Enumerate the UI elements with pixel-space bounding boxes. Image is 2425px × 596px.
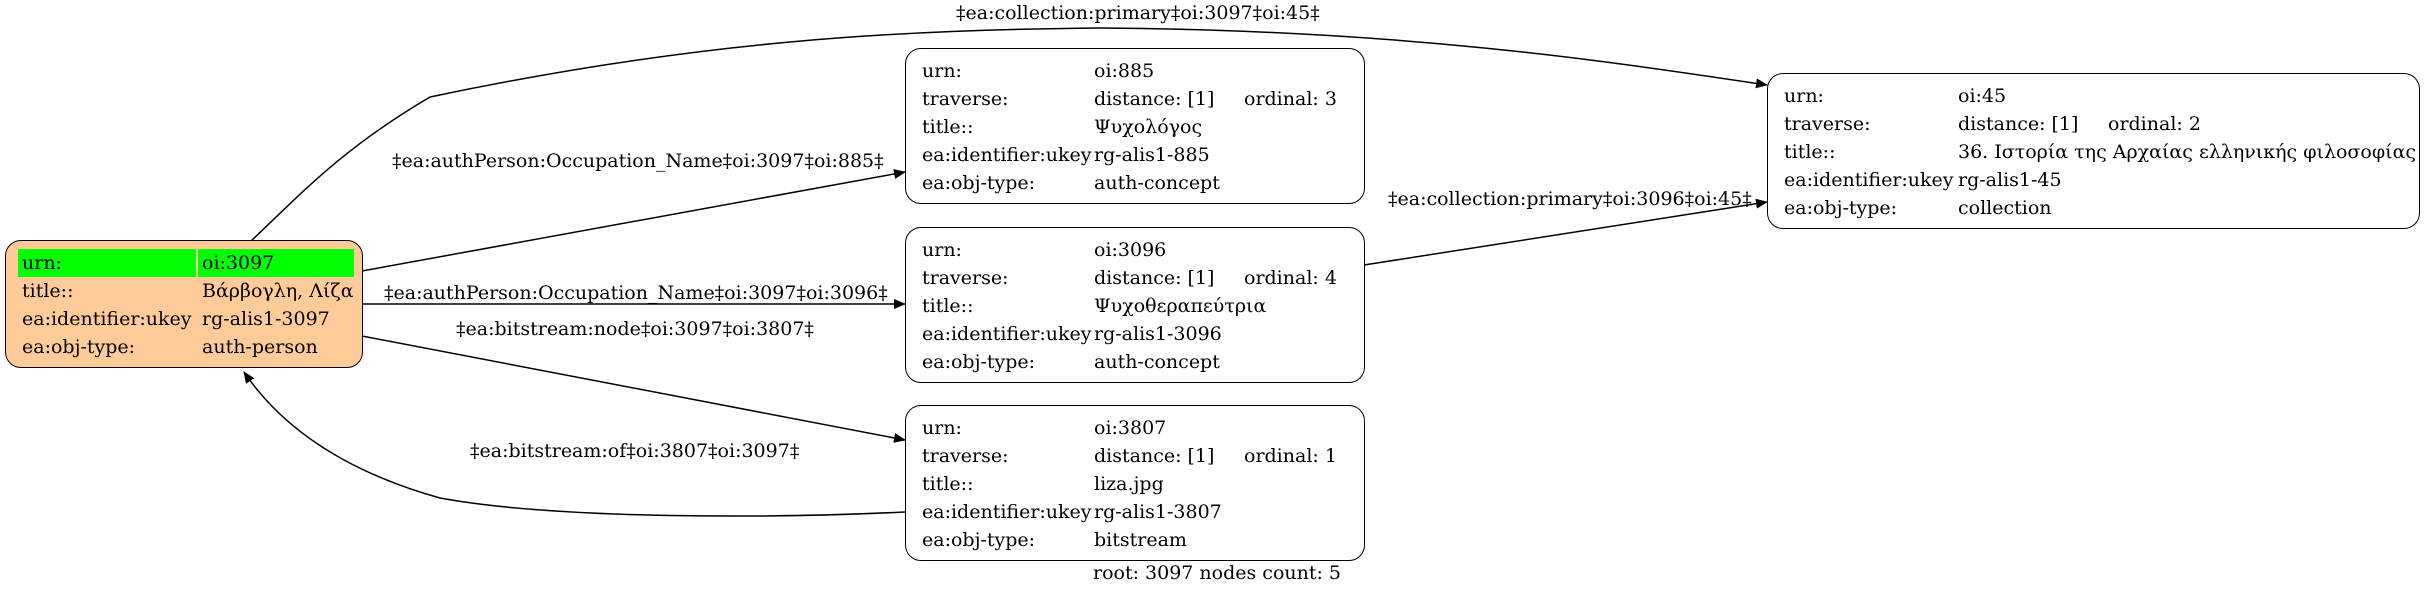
node-key: traverse: (922, 267, 1009, 289)
edge-root-to-3807 (361, 335, 906, 443)
node-value: oi:45 (1958, 85, 2007, 107)
node-key: urn: (922, 239, 962, 261)
node-extra: ordinal: 3 (1244, 88, 1337, 110)
edge-root-to-45 (249, 27, 1768, 243)
node-885[interactable]: urn: oi:885 traverse: distance: [1] ordi… (905, 48, 1365, 204)
node-key: ea:obj-type: (922, 529, 1036, 551)
node-key: ea:obj-type: (922, 351, 1036, 373)
edge-label-collection-primary-root: ‡ea:collection:primary‡oi:3097‡oi:45‡ (956, 2, 1320, 24)
edge-label-bitstream-node: ‡ea:bitstream:node‡oi:3097‡oi:3807‡ (456, 318, 814, 340)
node-value: oi:3807 (1094, 417, 1167, 439)
edge-3096-to-45 (1363, 198, 1768, 266)
node-value: collection (1958, 197, 2052, 219)
node-value: bitstream (1094, 529, 1187, 551)
node-value: distance: [1] (1958, 113, 2079, 135)
node-value (198, 249, 354, 277)
node-value: distance: [1] (1094, 88, 1215, 110)
node-key: urn: (922, 60, 962, 82)
node-key: urn: (922, 417, 962, 439)
node-value: auth-concept (1094, 351, 1220, 373)
node-value: rg-alis1-3097 (202, 308, 330, 330)
node-value: 36. Ιστορία της Αρχαίας ελληνικής φιλοσο… (1958, 141, 2417, 163)
node-key: ea:identifier:ukey (922, 144, 1092, 166)
node-value: auth-person (202, 336, 318, 358)
node-key: traverse: (922, 88, 1009, 110)
node-value: Βάρβογλη, Λίζα (202, 280, 354, 302)
node-extra: ordinal: 4 (1244, 267, 1337, 289)
node-value: Ψυχοθεραπεύτρια (1094, 295, 1267, 317)
node-value: rg-alis1-3807 (1094, 501, 1222, 523)
node-value: distance: [1] (1094, 445, 1215, 467)
node-value: oi:3097 (202, 252, 275, 274)
node-key: ea:identifier:ukey (922, 501, 1092, 523)
node-extra: ordinal: 1 (1244, 445, 1337, 467)
node-value: oi:885 (1094, 60, 1155, 82)
edge-label-occupation-3096: ‡ea:authPerson:Occupation_Name‡oi:3097‡o… (384, 282, 888, 304)
node-value: distance: [1] (1094, 267, 1215, 289)
edge-root-to-885 (361, 169, 906, 272)
edge-label-collection-primary-3096: ‡ea:collection:primary‡oi:3096‡oi:45‡ (1388, 188, 1752, 210)
node-key: urn: (22, 252, 62, 274)
node-root-3097[interactable]: urn: oi:3097 title:: Βάρβογλη, Λίζα ea:i… (5, 240, 363, 368)
node-value: Ψυχολόγος (1094, 116, 1203, 138)
node-key: traverse: (1784, 113, 1871, 135)
node-3096[interactable]: urn: oi:3096 traverse: distance: [1] ord… (905, 227, 1365, 383)
node-key: title:: (922, 116, 974, 138)
node-value: rg-alis1-3096 (1094, 323, 1222, 345)
node-key: title:: (922, 473, 974, 495)
node-key: ea:obj-type: (1784, 197, 1898, 219)
node-extra: ordinal: 2 (2108, 113, 2201, 135)
edge-3807-to-root (243, 371, 906, 517)
node-45[interactable]: urn: oi:45 traverse: distance: [1] ordin… (1767, 73, 2420, 229)
node-value: liza.jpg (1094, 473, 1164, 495)
node-key: title:: (1784, 141, 1836, 163)
node-key: ea:identifier:ukey (22, 308, 192, 330)
node-key: ea:identifier:ukey (1784, 169, 1954, 191)
node-value: rg-alis1-885 (1094, 144, 1210, 166)
edge-label-occupation-885: ‡ea:authPerson:Occupation_Name‡oi:3097‡o… (392, 150, 884, 172)
node-key (18, 249, 196, 277)
node-value: auth-concept (1094, 172, 1220, 194)
node-key: traverse: (922, 445, 1009, 467)
node-key: urn: (1784, 85, 1824, 107)
node-key: ea:identifier:ukey (922, 323, 1092, 345)
edge-label-bitstream-of: ‡ea:bitstream:of‡oi:3807‡oi:3097‡ (470, 440, 800, 462)
node-key: title:: (922, 295, 974, 317)
node-key: ea:obj-type: (922, 172, 1036, 194)
node-3807[interactable]: urn: oi:3807 traverse: distance: [1] ord… (905, 405, 1365, 561)
node-value: rg-alis1-45 (1958, 169, 2062, 191)
node-key: ea:obj-type: (22, 336, 136, 358)
node-value: oi:3096 (1094, 239, 1167, 261)
graph-footer: root: 3097 nodes count: 5 (1093, 562, 1342, 584)
node-key: title:: (22, 280, 74, 302)
